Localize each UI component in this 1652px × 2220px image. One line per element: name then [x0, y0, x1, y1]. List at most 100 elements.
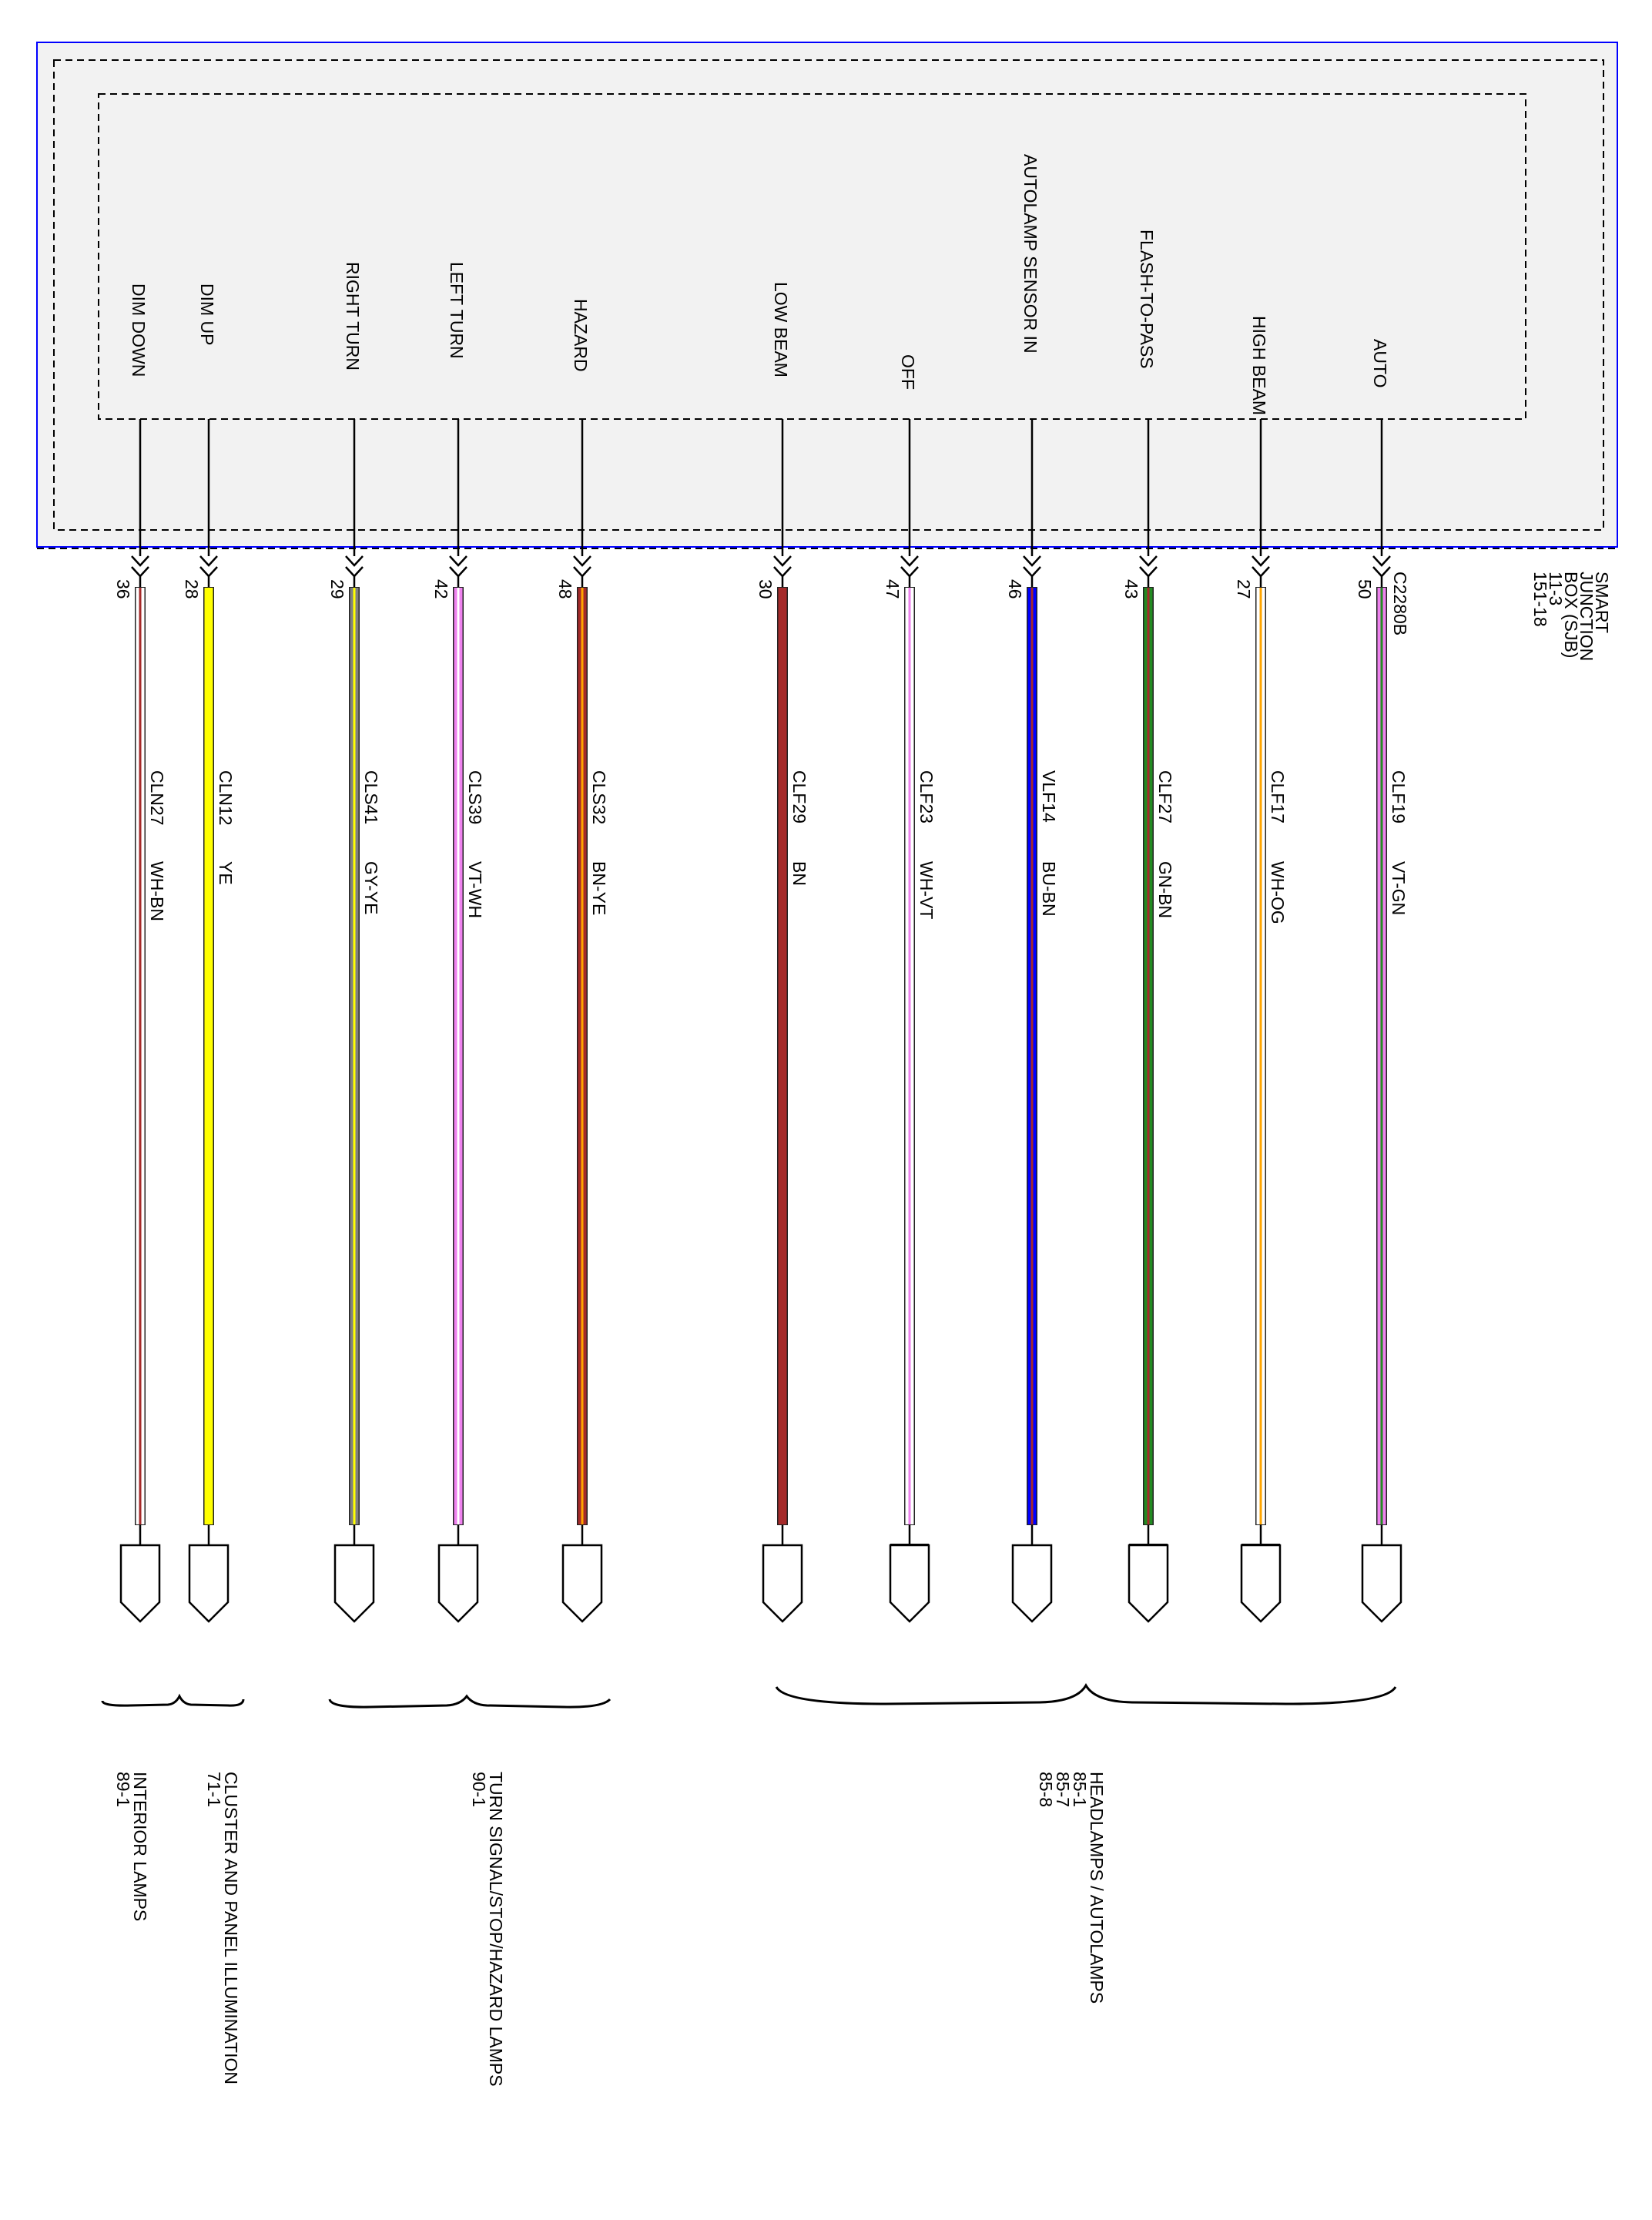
color-code-flash-to-pass: GN-BN — [1155, 861, 1175, 918]
wire-stripe-autolamp-sensor-in — [1030, 588, 1034, 1524]
color-code-hazard: BN-YE — [589, 861, 609, 915]
circuit-id-flash-to-pass: CLF27 — [1155, 770, 1175, 823]
wire-stripe-low-beam — [781, 588, 784, 1524]
pin-number-autolamp-sensor-in: 46 — [1005, 579, 1025, 599]
pin-number-dim-down: 36 — [113, 579, 133, 599]
destination-ref: 71-1 — [204, 1772, 224, 1807]
sjb-module-body — [36, 42, 1618, 548]
destination-interior-lamps: INTERIOR LAMPS 89-1 — [113, 1772, 150, 1921]
destination-ref: 90-1 — [469, 1772, 489, 1807]
sjb-module — [36, 42, 1618, 549]
destination-cluster-illumination: CLUSTER AND PANEL ILLUMINATION 71-1 — [204, 1772, 241, 2084]
color-code-auto: VT-GN — [1389, 861, 1409, 915]
connector-arrow-dim-up — [199, 555, 218, 578]
color-code-left-turn: VT-WH — [465, 861, 485, 918]
function-label-hazard: HAZARD — [571, 299, 591, 372]
destination-ref: 89-1 — [113, 1772, 133, 1807]
wire-stripe-high-beam — [1259, 588, 1262, 1524]
color-code-off: WH-VT — [916, 861, 937, 919]
connector-arrow-left-turn — [449, 555, 467, 578]
terminal-left-turn — [437, 1544, 479, 1623]
circuit-id-high-beam: CLF17 — [1268, 770, 1288, 823]
wire-stripe-dim-up — [207, 588, 210, 1524]
destination-name: HEADLAMPS / AUTOLAMPS — [1087, 1772, 1107, 2004]
destination-headlamps-autolamps: HEADLAMPS / AUTOLAMPS 85-1 85-7 85-8 — [1036, 1772, 1107, 2004]
pin-number-right-turn: 29 — [327, 579, 347, 599]
terminal-low-beam — [762, 1544, 803, 1623]
color-code-low-beam: BN — [789, 861, 809, 886]
color-code-dim-down: WH-BN — [147, 861, 167, 921]
connector-arrow-auto — [1372, 555, 1391, 578]
destination-name: TURN SIGNAL/STOP/HAZARD LAMPS — [486, 1772, 506, 2087]
connector-arrow-hazard — [573, 555, 591, 578]
terminal-flash-to-pass — [1128, 1544, 1169, 1623]
terminal-dim-down — [119, 1544, 161, 1623]
terminal-high-beam — [1240, 1544, 1282, 1623]
connector-arrow-high-beam — [1252, 555, 1270, 578]
circuit-id-dim-down: CLN27 — [147, 770, 167, 826]
destination-turn-signal-lamps: TURN SIGNAL/STOP/HAZARD LAMPS 90-1 — [469, 1772, 506, 2087]
function-label-flash-to-pass: FLASH-TO-PASS — [1137, 230, 1157, 369]
connector-arrow-flash-to-pass — [1139, 555, 1158, 578]
wire-stripe-dim-down — [139, 588, 142, 1524]
circuit-id-low-beam: CLF29 — [789, 770, 809, 823]
color-code-high-beam: WH-OG — [1268, 861, 1288, 924]
destination-ref: 85-1 — [1070, 1772, 1090, 1807]
destination-name: INTERIOR LAMPS — [130, 1772, 150, 1921]
sjb-outer-dashed-boundary — [53, 59, 1604, 531]
terminal-auto — [1361, 1544, 1402, 1623]
destination-ref: 85-7 — [1053, 1772, 1073, 1807]
circuit-id-dim-up: CLN12 — [216, 770, 236, 826]
wire-stripe-right-turn — [353, 588, 356, 1524]
circuit-id-hazard: CLS32 — [589, 770, 609, 824]
function-label-auto: AUTO — [1370, 339, 1390, 387]
bracket-turn-signal — [328, 1694, 612, 1709]
function-label-dim-up: DIM UP — [197, 283, 217, 346]
connector-arrow-off — [900, 555, 919, 578]
terminal-off — [889, 1544, 930, 1623]
sjb-name-line-2: JUNCTION — [1577, 572, 1597, 661]
wire-stripe-flash-to-pass — [1147, 588, 1150, 1524]
wire-stripe-off — [908, 588, 911, 1524]
wire-stripe-hazard — [581, 588, 584, 1524]
sjb-name-line-3: BOX (SJB) — [1561, 572, 1581, 658]
connector-arrow-right-turn — [345, 555, 364, 578]
sjb-name-line-5: 151-18 — [1530, 572, 1550, 627]
sjb-switch-dashed-boundary — [98, 93, 1526, 420]
color-code-right-turn: GY-YE — [361, 861, 381, 914]
pin-number-hazard: 48 — [555, 579, 575, 599]
circuit-id-left-turn: CLS39 — [465, 770, 485, 824]
function-label-left-turn: LEFT TURN — [447, 262, 467, 359]
bracket-interior-cluster — [101, 1693, 245, 1707]
sjb-name-line-1: SMART — [1592, 572, 1612, 633]
wire-stripe-left-turn — [457, 588, 460, 1524]
pin-number-off: 47 — [883, 579, 903, 599]
terminal-hazard — [561, 1544, 603, 1623]
connector-label: C2280B — [1390, 572, 1410, 635]
function-label-low-beam: LOW BEAM — [771, 282, 791, 377]
terminal-autolamp-sensor-in — [1011, 1544, 1053, 1623]
terminal-right-turn — [333, 1544, 375, 1623]
pin-number-high-beam: 27 — [1234, 579, 1254, 599]
function-label-high-beam: HIGH BEAM — [1249, 316, 1269, 415]
color-code-autolamp-sensor-in: BU-BN — [1039, 861, 1059, 917]
function-label-autolamp-sensor-in: AUTOLAMP SENSOR IN — [1020, 154, 1040, 354]
destination-brackets — [101, 1682, 1397, 1709]
wire-stripe-auto — [1380, 588, 1383, 1524]
connector-arrow-low-beam — [773, 555, 792, 578]
connector-arrow-autolamp-sensor-in — [1023, 555, 1041, 578]
pin-number-left-turn: 42 — [431, 579, 451, 599]
connector-arrow-dim-down — [131, 555, 149, 578]
function-label-dim-down: DIM DOWN — [129, 283, 149, 377]
